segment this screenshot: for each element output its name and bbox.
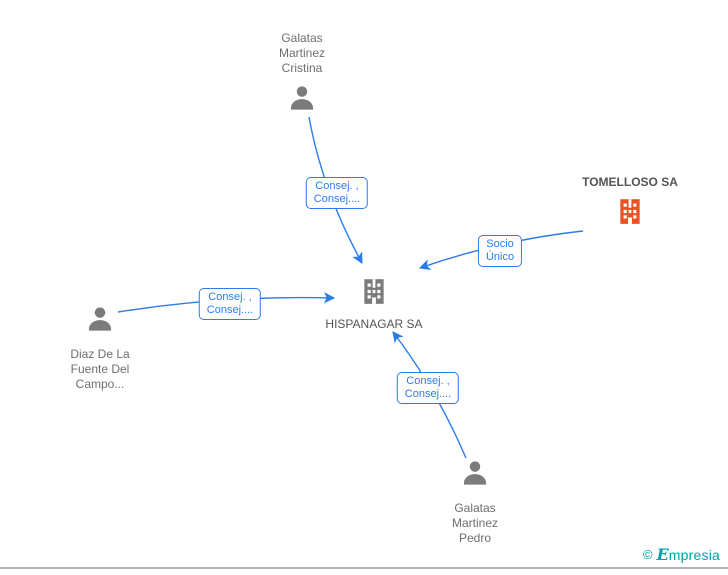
company-building-icon bbox=[615, 196, 645, 226]
brand-rest: mpresia bbox=[668, 547, 720, 563]
node-label-line: Galatas bbox=[281, 31, 323, 45]
node-label-line: Galatas bbox=[454, 501, 496, 515]
edge-label-line: Único bbox=[485, 251, 515, 263]
edge-label-line: Socio bbox=[486, 238, 514, 250]
brand-initial: E bbox=[656, 545, 669, 564]
node-label-line: Cristina bbox=[281, 61, 323, 75]
node-diaz-de-la-fuente[interactable]: Diaz De La Fuente Del Campo... bbox=[50, 305, 150, 392]
edge-label-cristina-hispanagar[interactable]: Consej. , Consej.... bbox=[305, 177, 369, 209]
node-galatas-martinez-pedro[interactable]: Galatas Martinez Pedro bbox=[425, 459, 525, 546]
edge-label-line: Consej.... bbox=[313, 193, 361, 205]
node-label-line: Fuente Del bbox=[70, 362, 130, 376]
footer-divider bbox=[0, 567, 728, 569]
node-label-line: TOMELLOSO SA bbox=[582, 175, 678, 189]
node-label: TOMELLOSO SA bbox=[560, 175, 700, 190]
node-label: HISPANAGAR SA bbox=[304, 317, 444, 332]
node-hispanagar-sa[interactable]: HISPANAGAR SA bbox=[304, 276, 444, 332]
node-tomelloso-sa[interactable]: TOMELLOSO SA bbox=[560, 175, 700, 231]
edge-label-tomelloso-hispanagar[interactable]: Socio Único bbox=[477, 235, 523, 267]
node-label-line: HISPANAGAR SA bbox=[325, 317, 423, 331]
edge-label-line: Consej. , bbox=[315, 180, 359, 192]
node-label: Diaz De La Fuente Del Campo... bbox=[50, 347, 150, 392]
node-label: Galatas Martinez Cristina bbox=[252, 31, 352, 76]
empresia-logo[interactable]: © Empresia bbox=[643, 545, 720, 564]
edge-label-line: Consej. , bbox=[406, 375, 450, 387]
person-icon bbox=[288, 84, 316, 112]
node-label: Galatas Martinez Pedro bbox=[425, 501, 525, 546]
edge-label-pedro-hispanagar[interactable]: Consej. , Consej.... bbox=[396, 372, 460, 404]
copyright-icon: © bbox=[643, 547, 653, 562]
edge-label-diaz-hispanagar[interactable]: Consej. , Consej.... bbox=[198, 288, 262, 320]
edge-label-line: Consej. , bbox=[208, 291, 252, 303]
node-label-line: Martinez bbox=[451, 516, 498, 530]
node-galatas-martinez-cristina[interactable]: Galatas Martinez Cristina bbox=[252, 31, 352, 117]
edge-label-line: Consej.... bbox=[206, 304, 254, 316]
person-icon bbox=[461, 459, 489, 487]
person-icon bbox=[86, 305, 114, 333]
node-label-line: Martinez bbox=[278, 46, 325, 60]
company-building-icon bbox=[359, 276, 389, 306]
node-label-line: Campo... bbox=[75, 377, 125, 391]
brand-text: Empresia bbox=[657, 545, 720, 564]
edge-label-line: Consej.... bbox=[404, 388, 452, 400]
node-label-line: Pedro bbox=[458, 531, 492, 545]
node-label-line: Diaz De La bbox=[70, 347, 130, 361]
